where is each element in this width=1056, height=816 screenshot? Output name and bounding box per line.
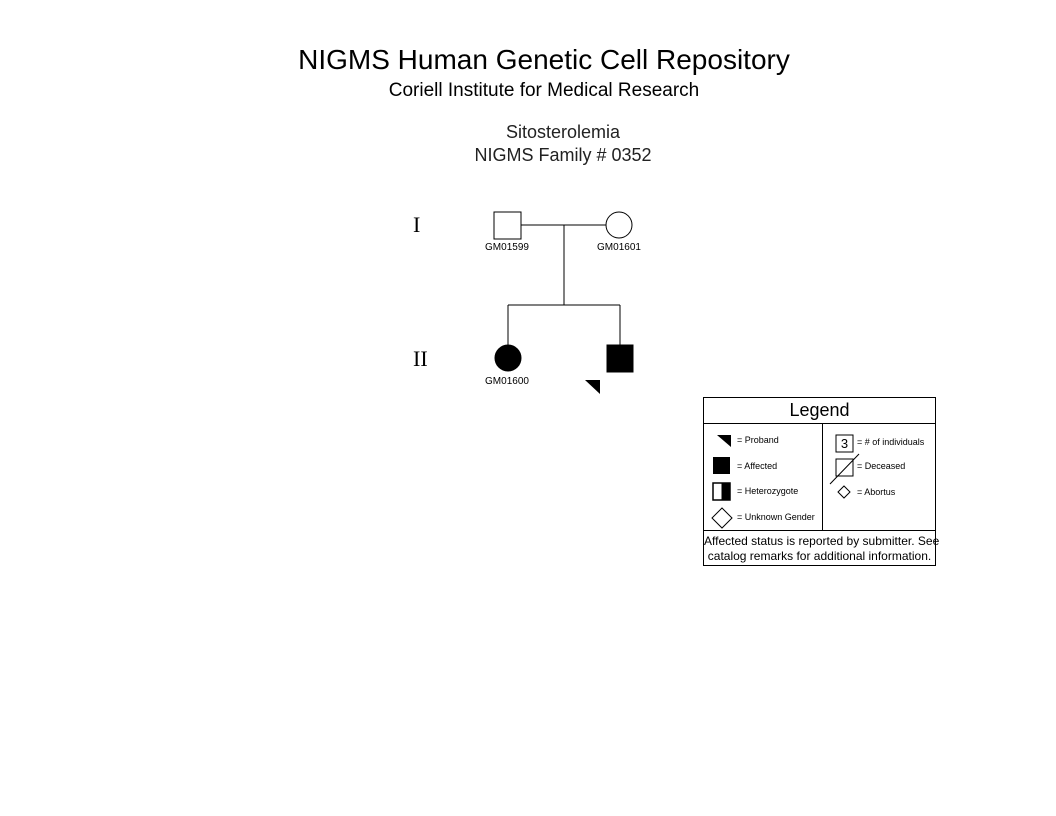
legend-label-proband: = Proband	[737, 435, 779, 445]
deceased-slash	[829, 453, 860, 485]
father-male-square	[493, 211, 522, 240]
legend-label-heterozygote: = Heterozygote	[737, 486, 799, 496]
legend-label-deceased: = Deceased	[857, 461, 906, 471]
son-affected-square	[606, 344, 634, 373]
individual-id: GM01599	[485, 242, 529, 253]
repository-title: NIGMS Human Genetic Cell Repository	[298, 44, 790, 75]
daughter-affected-circle	[494, 344, 522, 372]
generation-label-i: I	[413, 212, 421, 237]
abortus-icon	[837, 485, 851, 499]
mother-female-circle	[605, 211, 633, 239]
legend-divider	[822, 424, 823, 530]
generation-label-ii: II	[413, 346, 428, 371]
legend-note-line-1: Affected status is reported by submitter…	[704, 534, 940, 548]
legend-label-affected: = Affected	[737, 461, 778, 471]
proband-arrow	[585, 380, 600, 394]
legend-note-line-2: catalog remarks for additional informati…	[707, 549, 932, 563]
legend-box: Legend 3 = Proband = Affected = Heterozy…	[703, 397, 940, 566]
affected-icon	[713, 457, 730, 474]
individual-id: GM01600	[485, 376, 529, 387]
unknown-gender-icon	[711, 507, 733, 529]
legend-symbols: 3	[711, 434, 860, 529]
legend-label-abortus: = Abortus	[857, 487, 896, 497]
legend-note: Affected status is reported by submitter…	[704, 530, 940, 566]
legend-label-individuals: = # of individuals	[857, 437, 925, 447]
heterozygote-half-icon	[721, 483, 730, 500]
individual-id: GM01601	[597, 242, 641, 253]
proband-icon	[717, 435, 731, 447]
repository-subtitle: Coriell Institute for Medical Research	[388, 80, 700, 101]
deceased-icon	[835, 458, 854, 477]
disorder-title: Sitosterolemia	[505, 122, 621, 142]
family-number: NIGMS Family # 0352	[474, 145, 652, 165]
legend-title: Legend	[704, 398, 935, 424]
individuals-count-icon	[835, 434, 854, 453]
legend-label-unknown-gender: = Unknown Gender	[737, 512, 815, 522]
individuals-count-value: 3	[841, 436, 848, 451]
